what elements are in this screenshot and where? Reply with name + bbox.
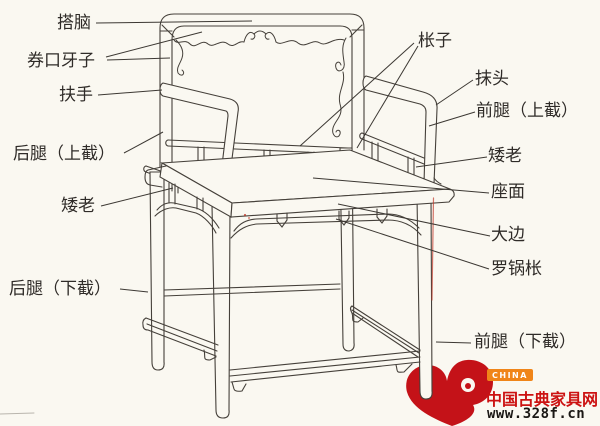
watermark-china-badge: CHINA	[487, 369, 533, 381]
part-label-luoguocheng: 罗锅枨	[491, 259, 542, 279]
seat	[144, 149, 455, 218]
part-label-danao: 搭脑	[57, 13, 91, 33]
watermark-site-name: 中国古典家具网	[486, 390, 599, 409]
rear-left-leg	[149, 171, 165, 371]
part-label-qiantui-xiajie: 前腿（下截）	[474, 332, 576, 352]
carved-apron	[173, 30, 347, 138]
left-humpback-stretcher	[154, 182, 220, 234]
watermark-site-url: www.328f.cn	[487, 406, 586, 422]
left-bottom-stretcher	[142, 317, 219, 361]
part-label-houtui-shangjie: 后腿（上截）	[13, 144, 115, 164]
chair-line-art	[0, 13, 455, 419]
part-label-ailao-left: 矮老	[61, 196, 95, 216]
rear-bottom-stretcher	[163, 283, 341, 297]
front-bottom-stretcher	[229, 350, 421, 392]
part-label-fushou: 扶手	[59, 85, 93, 105]
leader-lines	[95, 20, 491, 344]
part-label-qiantui-shangjie: 前腿（上截）	[476, 101, 578, 121]
right-bottom-stretcher	[349, 305, 421, 358]
front-right-leg	[416, 195, 433, 400]
part-label-dabian: 大边	[491, 225, 525, 245]
part-label-zuomian: 座面	[491, 182, 525, 202]
scan-artifacts	[0, 197, 435, 415]
part-label-motou: 抹头	[475, 69, 509, 89]
part-label-ailao-right: 矮老	[488, 146, 522, 166]
front-left-leg	[211, 204, 231, 419]
right-side-stretcher	[359, 132, 425, 176]
part-label-houtui-xiajie: 后腿（下截）	[9, 279, 111, 299]
front-humpback-stretcher	[230, 208, 422, 239]
part-label-quankou-yazi: 券口牙子	[27, 51, 95, 71]
part-label-chengzi: 枨子	[418, 31, 452, 51]
